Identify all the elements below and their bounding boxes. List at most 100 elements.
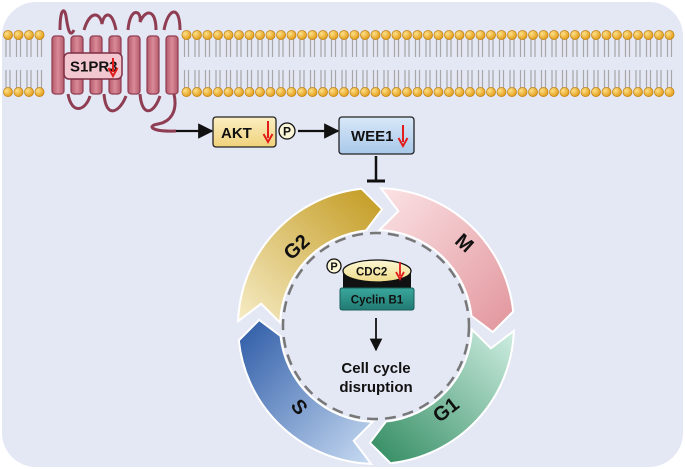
lipid-head xyxy=(643,30,654,40)
lipid-head xyxy=(307,87,318,97)
lipid-head xyxy=(339,87,349,97)
lipid-head xyxy=(244,30,255,40)
lipid-head xyxy=(34,30,45,40)
lipid-head xyxy=(202,87,213,97)
lipid-head xyxy=(580,30,591,40)
lipid-head xyxy=(528,87,538,97)
lipid-head xyxy=(507,30,517,40)
lipid-head xyxy=(339,30,349,40)
akt-label: AKT xyxy=(221,125,252,142)
transmembrane-helix xyxy=(146,35,160,95)
lipid-head xyxy=(391,30,402,40)
lipid-head xyxy=(654,87,664,97)
phase-segment-m xyxy=(377,187,515,334)
lipid-head xyxy=(465,87,475,97)
lipid-head xyxy=(465,30,475,40)
wee1-label: WEE1 xyxy=(351,128,394,145)
lipid-head xyxy=(454,87,465,97)
phospho-badge xyxy=(326,258,342,274)
lipid-head xyxy=(234,87,244,97)
lipid-head xyxy=(612,87,622,97)
lipid-head xyxy=(433,87,444,97)
phase-segment-s xyxy=(237,318,375,465)
lipid-head xyxy=(328,87,339,97)
inhibition-bar xyxy=(367,156,385,183)
lipid-head xyxy=(381,87,391,97)
s1pr3-label-box xyxy=(63,52,123,80)
lipid-head xyxy=(3,87,13,97)
lipid-head xyxy=(13,87,24,97)
phospho-label: P xyxy=(330,261,337,273)
receptor-loop xyxy=(58,9,76,35)
lipid-head xyxy=(517,87,528,97)
lipid-head xyxy=(559,30,570,40)
lipid-head xyxy=(591,87,601,97)
lipid-head xyxy=(381,30,391,40)
lipid-head xyxy=(412,30,423,40)
down-arrow-icon xyxy=(397,125,409,149)
wee1-box xyxy=(338,116,415,155)
lipid-head xyxy=(234,30,244,40)
lipid-head xyxy=(654,30,664,40)
lipid-head xyxy=(24,87,34,97)
outcome-line-1: Cell cycle xyxy=(341,360,410,377)
cdc2-label: CDC2 xyxy=(356,267,387,279)
lipid-head xyxy=(433,30,444,40)
transmembrane-helix xyxy=(127,35,141,95)
lipid-head xyxy=(538,30,549,40)
lipid-head xyxy=(444,30,454,40)
phospho-badge xyxy=(278,122,296,140)
lipid-head xyxy=(412,87,423,97)
lipid-head xyxy=(423,30,433,40)
receptor-c-tail xyxy=(150,93,177,133)
lipid-head xyxy=(244,87,255,97)
cell-membrane xyxy=(3,30,675,97)
phospho-label: P xyxy=(283,125,291,139)
lipid-head xyxy=(507,87,517,97)
lipid-head xyxy=(486,87,496,97)
lipid-head xyxy=(255,87,265,97)
down-arrow-icon xyxy=(107,58,119,79)
transmembrane-helix xyxy=(165,35,179,95)
cdc2-ellipse xyxy=(342,259,412,283)
lipid-head xyxy=(612,30,622,40)
lipid-head xyxy=(276,87,286,97)
lipid-head xyxy=(664,87,675,97)
lipid-head xyxy=(591,30,601,40)
phase-segment-g1 xyxy=(368,327,515,465)
lipid-head xyxy=(528,30,538,40)
lipid-head xyxy=(286,87,297,97)
lipid-head xyxy=(391,87,402,97)
akt-box xyxy=(212,116,277,148)
receptor-loop xyxy=(102,93,128,113)
outcome-line-2: disruption xyxy=(339,379,412,396)
cyclin-b1-label: Cyclin B1 xyxy=(351,295,404,307)
lipid-head xyxy=(370,30,381,40)
lipid-head xyxy=(622,30,633,40)
lipid-head xyxy=(223,30,234,40)
lipid-head xyxy=(475,30,486,40)
lipid-head xyxy=(24,30,34,40)
lipid-head xyxy=(664,30,675,40)
lipid-head xyxy=(297,30,307,40)
lipid-head xyxy=(255,30,265,40)
lipid-head xyxy=(360,87,370,97)
lipid-head xyxy=(328,30,339,40)
lipid-head xyxy=(202,30,213,40)
receptor-loop xyxy=(66,93,92,110)
lipid-head xyxy=(349,87,360,97)
receptor-loop xyxy=(162,10,182,31)
lipid-head xyxy=(265,30,276,40)
lipid-head xyxy=(633,30,643,40)
lipid-head xyxy=(580,87,591,97)
receptor-loop xyxy=(126,11,158,31)
lipid-head xyxy=(13,30,24,40)
lipid-head xyxy=(307,30,318,40)
lipid-head xyxy=(423,87,433,97)
lipid-head xyxy=(181,30,192,40)
lipid-head xyxy=(360,30,370,40)
lipid-head xyxy=(538,87,549,97)
lipid-head xyxy=(370,87,381,97)
s1pr3-label: S1PR3 xyxy=(70,59,118,76)
